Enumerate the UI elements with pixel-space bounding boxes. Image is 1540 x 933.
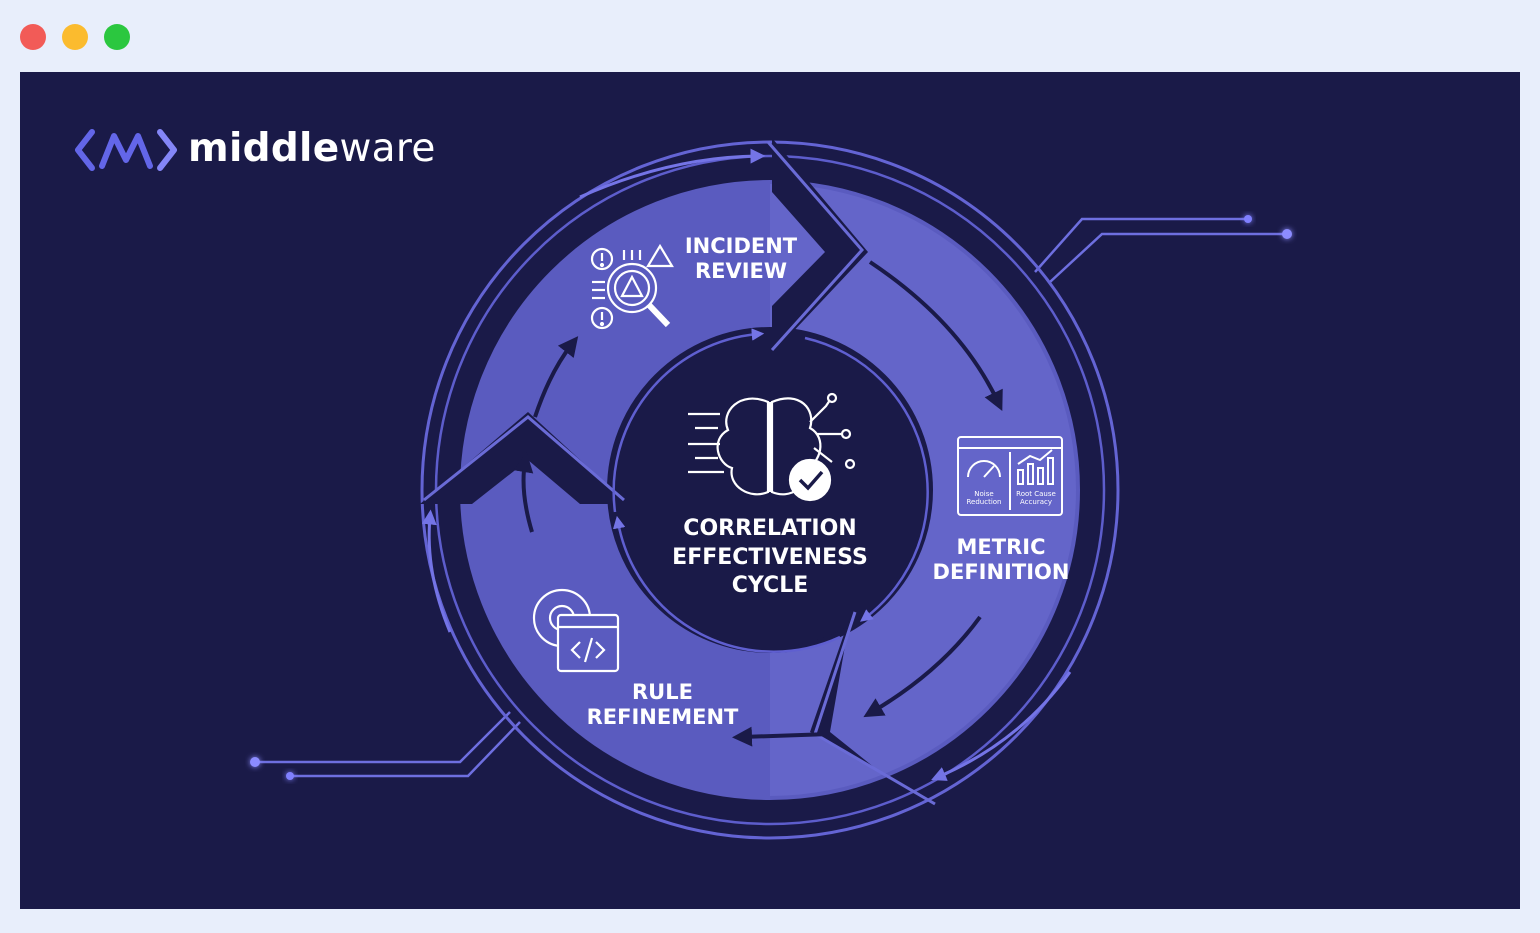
- logo-text-bold: middle: [188, 126, 340, 171]
- stage-label-line: RULE: [632, 680, 693, 704]
- diagram-canvas: middleware INCIDENT REVIEW METRIC DEFINI…: [20, 72, 1520, 909]
- outer-ring-line: [420, 140, 1120, 840]
- circuit-node: [1244, 215, 1252, 223]
- stage-label-rule: RULE REFINEMENT: [580, 680, 745, 730]
- panel-label-line: Accuracy: [1020, 498, 1052, 507]
- incident-search-icon: [590, 243, 674, 330]
- panel-label-line: Root Cause: [1016, 490, 1056, 498]
- metrics-dashboard-icon: [957, 436, 1063, 516]
- cycle-diagram-svg: [75, 129, 1292, 840]
- stage-label-metric: METRIC DEFINITION: [925, 535, 1077, 585]
- stage-label-line: METRIC: [956, 535, 1046, 559]
- stage-label-line: REVIEW: [694, 259, 788, 284]
- panel-label-line: Noise: [974, 490, 994, 498]
- big-arrow-top: [766, 138, 868, 354]
- stage-label-line: INCIDENT: [684, 234, 798, 258]
- inner-flow-arrows: [513, 260, 1003, 747]
- inner-ring-arcs: [612, 328, 929, 653]
- window-minimize-button[interactable]: [62, 24, 88, 50]
- stage-label-incident: INCIDENT REVIEW: [660, 234, 822, 284]
- window-close-button[interactable]: [20, 24, 46, 50]
- center-label: CORRELATION EFFECTIVENESS CYCLE: [660, 515, 880, 601]
- stage-label-line: DEFINITION: [932, 560, 1070, 585]
- circuit-node: [1282, 229, 1292, 239]
- center-label-line: CYCLE: [731, 573, 809, 599]
- stage-label-line: REFINEMENT: [586, 705, 739, 730]
- center-label-line: EFFECTIVENESS: [672, 544, 868, 570]
- circuit-node: [250, 757, 260, 767]
- circuit-node: [286, 772, 294, 780]
- gear-code-icon: [532, 588, 620, 673]
- panel-label-noise: Noise Reduction: [958, 490, 1010, 506]
- logo-text-regular: ware: [339, 126, 436, 171]
- ring-segment-metric: [770, 184, 1076, 796]
- outer-flow-arrows: [421, 148, 1072, 781]
- circuit-line-left: [255, 711, 521, 778]
- middleware-mark-icon: [75, 129, 177, 171]
- brain-circuit-check-icon: [688, 392, 856, 502]
- panel-label-root-cause: Root Cause Accuracy: [1010, 490, 1062, 506]
- circuit-line-right: [1034, 217, 1287, 283]
- logo-wordmark[interactable]: middleware: [188, 126, 436, 171]
- window-maximize-button[interactable]: [104, 24, 130, 50]
- center-label-line: CORRELATION: [683, 516, 857, 541]
- panel-label-line: Reduction: [966, 498, 1002, 507]
